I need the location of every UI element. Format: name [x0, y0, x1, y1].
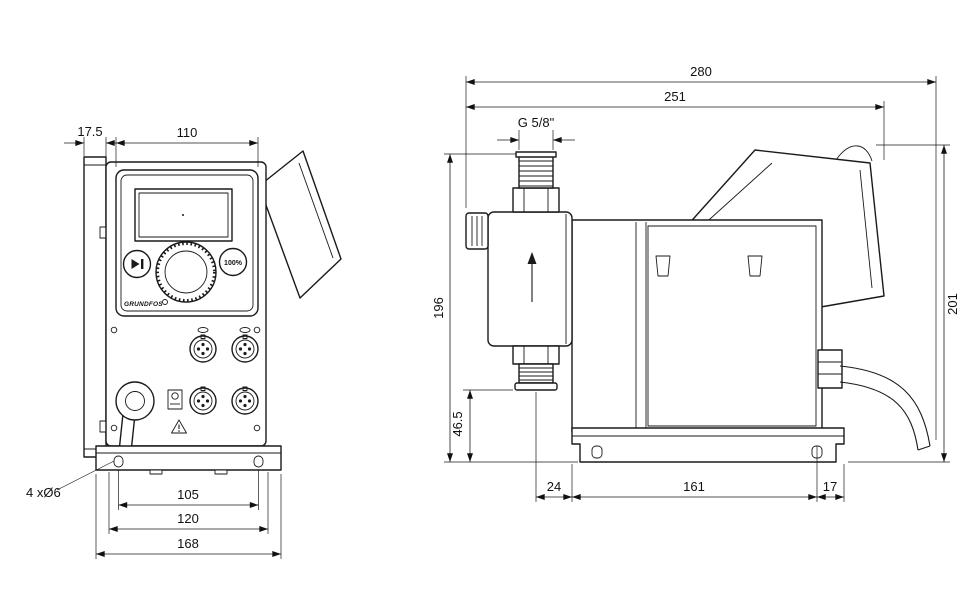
- warning-triangle-icon: [171, 419, 187, 434]
- start-stop-icon: [131, 259, 144, 269]
- dim-base-length: 161: [683, 479, 705, 494]
- dim-base-total: 168: [177, 536, 199, 551]
- vent-slot: [747, 255, 763, 277]
- dim-base-inner: 120: [177, 511, 199, 526]
- m12-connector: [189, 386, 217, 415]
- dosing-head: [487, 211, 573, 347]
- mounting-holes-note: 4 xØ6: [26, 485, 61, 500]
- drain-detail: [167, 389, 183, 410]
- cube-fin: [835, 145, 873, 162]
- connector-cap: [197, 327, 209, 333]
- base-plate-front: [95, 445, 282, 475]
- brand-logo-text: GRUNDFOS: [124, 301, 163, 308]
- pump-body-side: [571, 219, 823, 433]
- logo-mark-icon: [162, 299, 168, 305]
- vent-slot: [655, 255, 671, 277]
- dim-height-front: 196: [431, 297, 446, 319]
- dim-base-offset-front: 24: [547, 479, 561, 494]
- side-dimensions: 280 251 G 5/8" 196 46.5 201: [431, 64, 960, 502]
- control-cube-front: [258, 150, 342, 299]
- thread-callout: G 5/8": [518, 115, 555, 130]
- start-stop-button[interactable]: [122, 249, 152, 279]
- click-wheel-knob[interactable]: [155, 241, 217, 303]
- dim-panel-width: 110: [177, 125, 198, 140]
- housing-screws: [110, 326, 261, 432]
- suction-valve: [512, 345, 560, 391]
- m12-connector: [231, 334, 259, 363]
- dim-offset: 17.5: [77, 124, 102, 139]
- m12-connector: [231, 386, 259, 415]
- dim-housing-length: 251: [664, 89, 686, 104]
- brand-logo: GRUNDFOS: [124, 299, 168, 308]
- front-view: 100% GRUNDFOS: [26, 124, 342, 559]
- dim-base-offset-rear: 17: [823, 479, 837, 494]
- priming-knob: [465, 212, 489, 250]
- dim-slot-spacing: 105: [177, 487, 199, 502]
- dim-height-rear: 201: [945, 293, 960, 315]
- m12-connector: [189, 334, 217, 363]
- power-cable: [839, 365, 931, 451]
- lcd-display: [134, 188, 233, 242]
- dim-total-length: 280: [690, 64, 712, 79]
- capacity-button-label: 100%: [224, 260, 243, 267]
- dim-valve-bottom-height: 46.5: [450, 411, 465, 436]
- thread-lines: [519, 160, 553, 187]
- wall-mounting-plate: [83, 156, 108, 458]
- discharge-valve: [512, 151, 560, 213]
- cable-gland: [115, 381, 155, 455]
- base-plate-side: [571, 427, 845, 463]
- thread-lines: [519, 367, 553, 381]
- mains-connector: [817, 349, 843, 389]
- connector-cap: [239, 327, 251, 333]
- side-view: 280 251 G 5/8" 196 46.5 201: [431, 64, 960, 502]
- capacity-button[interactable]: 100%: [218, 247, 248, 277]
- front-dimensions: 17.5 110 105 120 168 4 xØ6: [26, 124, 282, 559]
